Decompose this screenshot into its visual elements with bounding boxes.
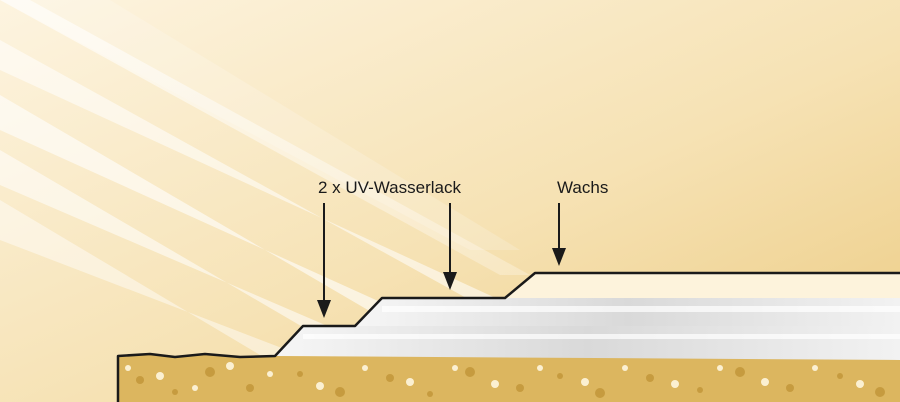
light-beams	[0, 0, 530, 355]
wood-grain-dark	[136, 367, 885, 398]
arrow-wax-head	[552, 248, 566, 266]
wax-label: Wachs	[557, 178, 608, 197]
arrow-lacquer-1-head	[317, 300, 331, 318]
lacquer-highlight	[303, 334, 900, 339]
uv-lacquer-layer-2	[355, 298, 900, 330]
arrow-lacquer-2-head	[443, 272, 457, 290]
arrows	[317, 203, 566, 318]
layer-outline	[116, 271, 900, 402]
uv-lacquer-label: 2 x UV-Wasserlack	[318, 178, 461, 197]
wax-layer	[505, 273, 900, 300]
light-beam	[0, 0, 530, 275]
wood-base	[118, 354, 900, 402]
wood-grain-light	[125, 362, 864, 391]
light-beam	[0, 0, 520, 250]
lacquer-highlight	[382, 306, 900, 312]
